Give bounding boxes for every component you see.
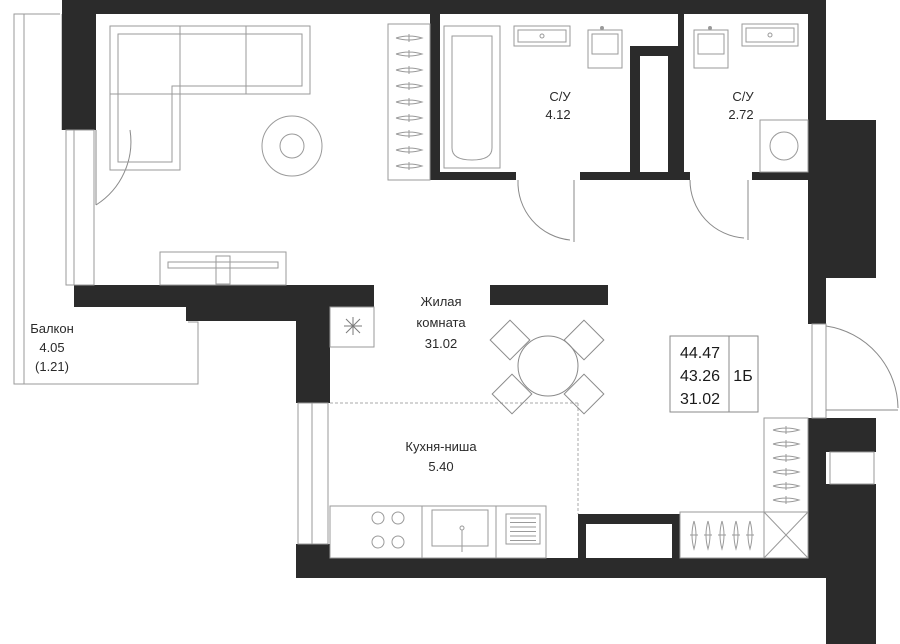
hanger-icon	[395, 98, 424, 106]
wardrobe	[387, 23, 431, 181]
hanger-icon	[395, 66, 424, 74]
chair-nw	[489, 319, 531, 361]
bathroom1-fixtures	[513, 25, 623, 69]
hanger-icon	[395, 162, 424, 170]
bathroom-2-name: С/У	[732, 89, 754, 104]
hanger-icon	[732, 520, 740, 551]
hall-wardrobe-bottom	[679, 511, 809, 559]
area-summary: 44.47 43.26 31.02 1Б	[669, 335, 759, 413]
balcony-area: 4.05	[39, 340, 64, 355]
hanger-icon	[772, 468, 801, 476]
kitchen-cabinet	[329, 306, 375, 348]
living-room-name-2: комната	[416, 315, 466, 330]
sofa	[109, 25, 311, 171]
hanger-icon	[718, 520, 726, 551]
kitchen-area: 5.40	[428, 459, 453, 474]
ventilation-icon	[344, 317, 362, 335]
hanger-icon	[395, 82, 424, 90]
hanger-icon	[772, 440, 801, 448]
tv-unit	[159, 251, 287, 286]
balcony-name: Балкон	[30, 321, 74, 336]
chair-ne	[563, 319, 605, 361]
hanger-icon	[395, 146, 424, 154]
living-room-name-1: Жилая	[420, 294, 461, 309]
bathroom-1-area: 4.12	[545, 107, 570, 122]
doors	[95, 129, 899, 411]
hanger-icon	[395, 114, 424, 122]
area-without-balcony: 43.26	[680, 368, 720, 385]
dish-rack	[510, 517, 536, 541]
hall-hangers-vertical	[772, 426, 801, 504]
hanger-icon	[690, 520, 698, 551]
bathroom-2-area: 2.72	[728, 107, 753, 122]
kitchen-boundary	[330, 402, 579, 514]
hall-hangers-horizontal	[690, 520, 754, 551]
chair-sw	[491, 373, 533, 415]
bathroom-1-name: С/У	[549, 89, 571, 104]
hanger-icon	[746, 520, 754, 551]
hanger-icon	[772, 482, 801, 490]
apartment-type: 1Б	[733, 368, 752, 385]
kitchen-counter	[329, 505, 547, 559]
hanger-icon	[772, 454, 801, 462]
windows	[65, 129, 875, 545]
round-rug	[261, 115, 323, 177]
hanger-icon	[395, 130, 424, 138]
balcony-area-reduced: (1.21)	[35, 359, 69, 374]
chair-se	[563, 373, 605, 415]
bathroom2-fixtures	[693, 23, 809, 173]
hanger-icon	[772, 496, 801, 504]
hanger-icon	[395, 50, 424, 58]
total-area: 44.47	[680, 345, 720, 362]
kitchen-name: Кухня-ниша	[405, 439, 477, 454]
dining-table	[489, 319, 605, 415]
hanger-icon	[772, 426, 801, 434]
hanger-icon	[704, 520, 712, 551]
wardrobe-hangers	[395, 34, 424, 170]
bathtub	[443, 25, 501, 169]
living-area: 31.02	[680, 391, 720, 408]
walls	[62, 0, 876, 644]
hanger-icon	[395, 34, 424, 42]
living-room-area: 31.02	[425, 336, 458, 351]
